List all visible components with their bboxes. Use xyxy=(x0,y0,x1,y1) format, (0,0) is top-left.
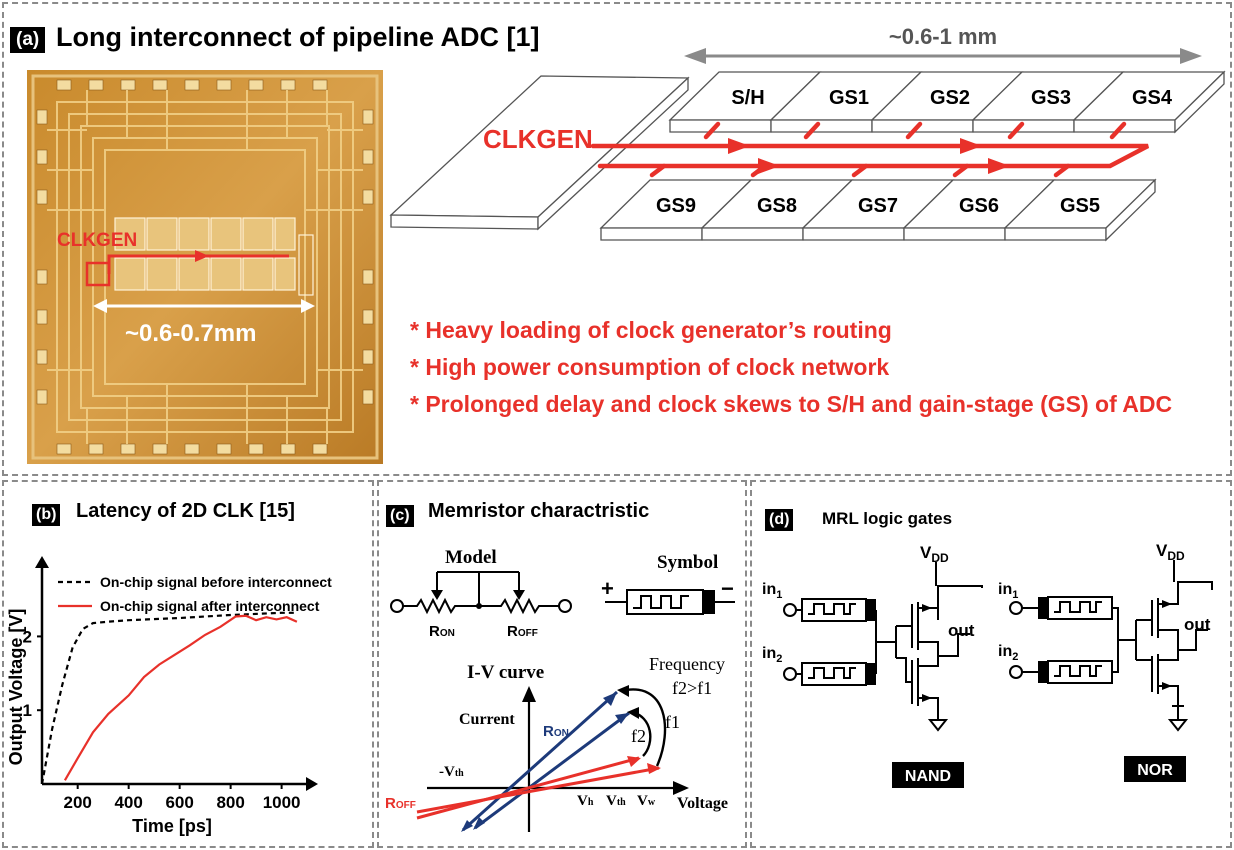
iv-ron-label: RON xyxy=(543,723,569,740)
block-sh: S/H xyxy=(731,87,764,109)
series-line-2 xyxy=(63,614,298,781)
y-axis-label: Output Voltage [V] xyxy=(6,609,26,766)
x-tick-label: 400 xyxy=(114,793,142,812)
f1-label: f1 xyxy=(665,712,680,732)
iv-roff-label: ROFF xyxy=(385,795,416,812)
block-gs6: GS6 xyxy=(959,195,999,217)
panel-a-badge: (a) xyxy=(10,27,46,53)
model-ron: RON xyxy=(429,623,455,640)
nand-gate: in1 in2 xyxy=(762,543,983,732)
nand-label-box xyxy=(892,762,964,788)
panel-d-badge: (d) xyxy=(765,509,794,531)
die-span-label: ~0.6-0.7mm xyxy=(125,320,256,347)
nand-label: NAND xyxy=(905,768,951,785)
x-tick-label: 600 xyxy=(165,793,193,812)
nor-in1-label: in1 xyxy=(998,581,1018,601)
block-gs3: GS3 xyxy=(1031,87,1071,109)
f-relation: f2>f1 xyxy=(672,678,712,698)
vh-label: Vh xyxy=(577,793,594,809)
x-tick-label: 200 xyxy=(63,793,91,812)
nand-vdd-label: VDD xyxy=(920,543,949,565)
panel-c-badge: (c) xyxy=(386,505,414,527)
block-gs7: GS7 xyxy=(858,195,898,217)
x-axis-label: Time [ps] xyxy=(132,816,212,836)
panel-a-bullets: * Heavy loading of clock generator’s rou… xyxy=(410,312,1210,423)
die-clkgen-label: CLKGEN xyxy=(57,230,137,251)
nor-vdd-label: VDD xyxy=(1156,541,1185,563)
panel-b-title: Latency of 2D CLK [15] xyxy=(76,500,295,522)
panel-b-badge: (b) xyxy=(32,504,61,526)
block-gs2: GS2 xyxy=(930,87,970,109)
block-gs8: GS8 xyxy=(757,195,797,217)
voltage-label: Voltage xyxy=(677,795,728,812)
x-tick-label: 800 xyxy=(216,793,244,812)
y-tick-label: 1 xyxy=(23,701,32,720)
die-photo: CLKGEN ~0.6-0.7mm xyxy=(27,70,383,464)
legend-label-2: On-chip signal after interconnect xyxy=(100,598,320,614)
nor-gate: in1 in2 xyxy=(998,541,1213,732)
memristor-symbol-icon xyxy=(605,589,735,615)
y-tick-label: 2 xyxy=(23,627,32,646)
legend-label-1: On-chip signal before interconnect xyxy=(100,574,332,590)
model-circuit xyxy=(390,571,572,615)
y-axis-arrowhead xyxy=(35,556,49,568)
clkgen-label: CLKGEN xyxy=(483,124,593,154)
mrl-gates-diagram: in1 in2 xyxy=(762,541,1213,788)
panel-c xyxy=(377,480,747,848)
nand-in2-label: in2 xyxy=(762,645,782,665)
nor-label: NOR xyxy=(1137,762,1173,779)
memristor-diagram: Model RON ROFF Symbol + − I-V curve Freq… xyxy=(385,547,735,832)
symbol-label: Symbol xyxy=(657,552,718,573)
span-label: ~0.6-1 mm xyxy=(889,24,997,49)
nand-out-label: out xyxy=(948,621,975,640)
panel-a xyxy=(2,2,1232,476)
series-line-1 xyxy=(40,611,297,785)
block-gs5: GS5 xyxy=(1060,195,1100,217)
bullet-3: * Prolonged delay and clock skews to S/H… xyxy=(410,391,1173,417)
iv-title: I-V curve xyxy=(467,662,544,683)
vw-label: Vw xyxy=(637,793,656,809)
panel-d xyxy=(750,480,1232,848)
symbol-plus: + xyxy=(601,576,614,601)
x-axis-arrowhead xyxy=(306,777,318,791)
x-tick-label: 1000 xyxy=(263,793,301,812)
panel-d-title: MRL logic gates xyxy=(822,509,953,528)
vth-label: Vth xyxy=(606,793,626,809)
nand-in1-label: in1 xyxy=(762,581,782,601)
block-gs4: GS4 xyxy=(1132,87,1173,109)
pipeline-adc-diagram: ~0.6-1 mm CLKGEN S/H GS1 GS2 GS3 GS4 GS9… xyxy=(389,24,1226,242)
neg-vth-label: -Vth xyxy=(439,764,464,780)
block-gs1: GS1 xyxy=(829,87,869,109)
bullet-1: * Heavy loading of clock generator’s rou… xyxy=(410,317,892,343)
model-roff: ROFF xyxy=(507,623,538,640)
f2-label: f2 xyxy=(631,726,646,746)
nor-in2-label: in2 xyxy=(998,643,1018,663)
block-gs9: GS9 xyxy=(656,195,696,217)
bullet-2: * High power consumption of clock networ… xyxy=(410,354,890,380)
panel-c-title: Memristor charactristic xyxy=(428,500,650,522)
nor-label-box xyxy=(1124,756,1186,782)
model-label: Model xyxy=(445,547,497,568)
symbol-minus: − xyxy=(721,576,734,601)
panel-a-title: Long interconnect of pipeline ADC [1] xyxy=(56,22,540,52)
frequency-label: Frequency xyxy=(649,654,725,674)
panel-b xyxy=(2,480,374,848)
clkgen-plate xyxy=(389,75,690,231)
current-label: Current xyxy=(459,711,515,728)
nor-out-label: out xyxy=(1184,615,1211,634)
